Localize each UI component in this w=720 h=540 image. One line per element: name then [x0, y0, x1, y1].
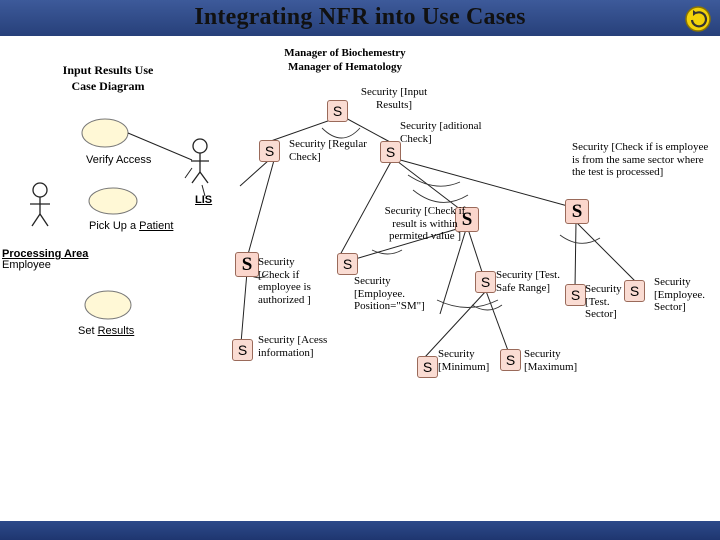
label-pick-up-text: Pick Up a	[89, 220, 140, 232]
label-input-results: Input Results Use Case Diagram	[62, 63, 154, 93]
label-managers: Manager of Biochemestry Manager of Hemat…	[284, 47, 406, 73]
nfr-aditional-check: Security [aditional Check]	[400, 120, 482, 145]
label-lis: LIS	[195, 194, 213, 206]
nfr-position-sm: Security [Employee. Position="SM"]	[354, 275, 425, 313]
label-verify-access: Verify Access	[86, 154, 152, 166]
use-case-pick-up-patient	[88, 187, 138, 215]
nfr-authorized: Security [Check if employee is authorize…	[258, 256, 311, 306]
s-badge-same-sector: S	[565, 199, 589, 224]
label-results: Results	[97, 325, 135, 337]
label-set-results: Set Results	[78, 325, 134, 338]
s-badge-position: S	[337, 253, 358, 275]
nfr-maximum: Security [Maximum]	[524, 348, 578, 373]
s-badge-regular-check: S	[259, 140, 280, 162]
nfr-same-sector: Security [Check if is employee is from t…	[572, 141, 709, 179]
use-case-input-results	[81, 118, 129, 148]
s-badge-maximum: S	[500, 349, 521, 371]
nfr-regular-check: Security [Regular Check]	[289, 138, 367, 163]
s-badge-permitted-value: S	[455, 207, 479, 232]
actor-lab-manager	[191, 138, 209, 184]
label-set-text: Set	[78, 325, 98, 337]
s-badge-employee-sector: S	[624, 280, 645, 302]
s-badge-authorized: S	[235, 252, 259, 277]
s-badge-minimum: S	[417, 356, 438, 378]
nfr-minimum: Security [Minimum]	[438, 348, 490, 373]
title-bar	[0, 0, 720, 36]
nfr-employee-sector: Security [Employee. Sector]	[654, 276, 706, 314]
label-pick-up: Pick Up a Patient	[89, 220, 173, 233]
s-badge-aditional-check: S	[380, 141, 401, 163]
label-processing-area: Processing Area	[2, 248, 89, 260]
return-icon[interactable]	[683, 5, 713, 33]
label-employee: Employee	[2, 259, 51, 271]
nfr-input-results: Security [Input Results]	[360, 86, 428, 111]
footer-bar	[0, 521, 720, 540]
s-badge-test-safe: S	[475, 271, 496, 293]
nfr-test-safe-range: Security [Test. Safe Range]	[496, 269, 560, 294]
s-badge-input-results: S	[327, 100, 348, 122]
actor-employee	[30, 182, 50, 227]
s-badge-test-sector: S	[565, 284, 586, 306]
nfr-acess-information: Security [Acess information]	[258, 334, 328, 359]
use-case-set-results	[84, 290, 132, 320]
slide-title: Integrating NFR into Use Cases	[194, 4, 526, 30]
nfr-permitted-value: Security [Check if result is within perm…	[384, 205, 466, 243]
s-badge-acess: S	[232, 339, 253, 361]
label-patient: Patient	[139, 220, 174, 232]
nfr-test-sector: Security [Test. Sector]	[585, 283, 622, 321]
